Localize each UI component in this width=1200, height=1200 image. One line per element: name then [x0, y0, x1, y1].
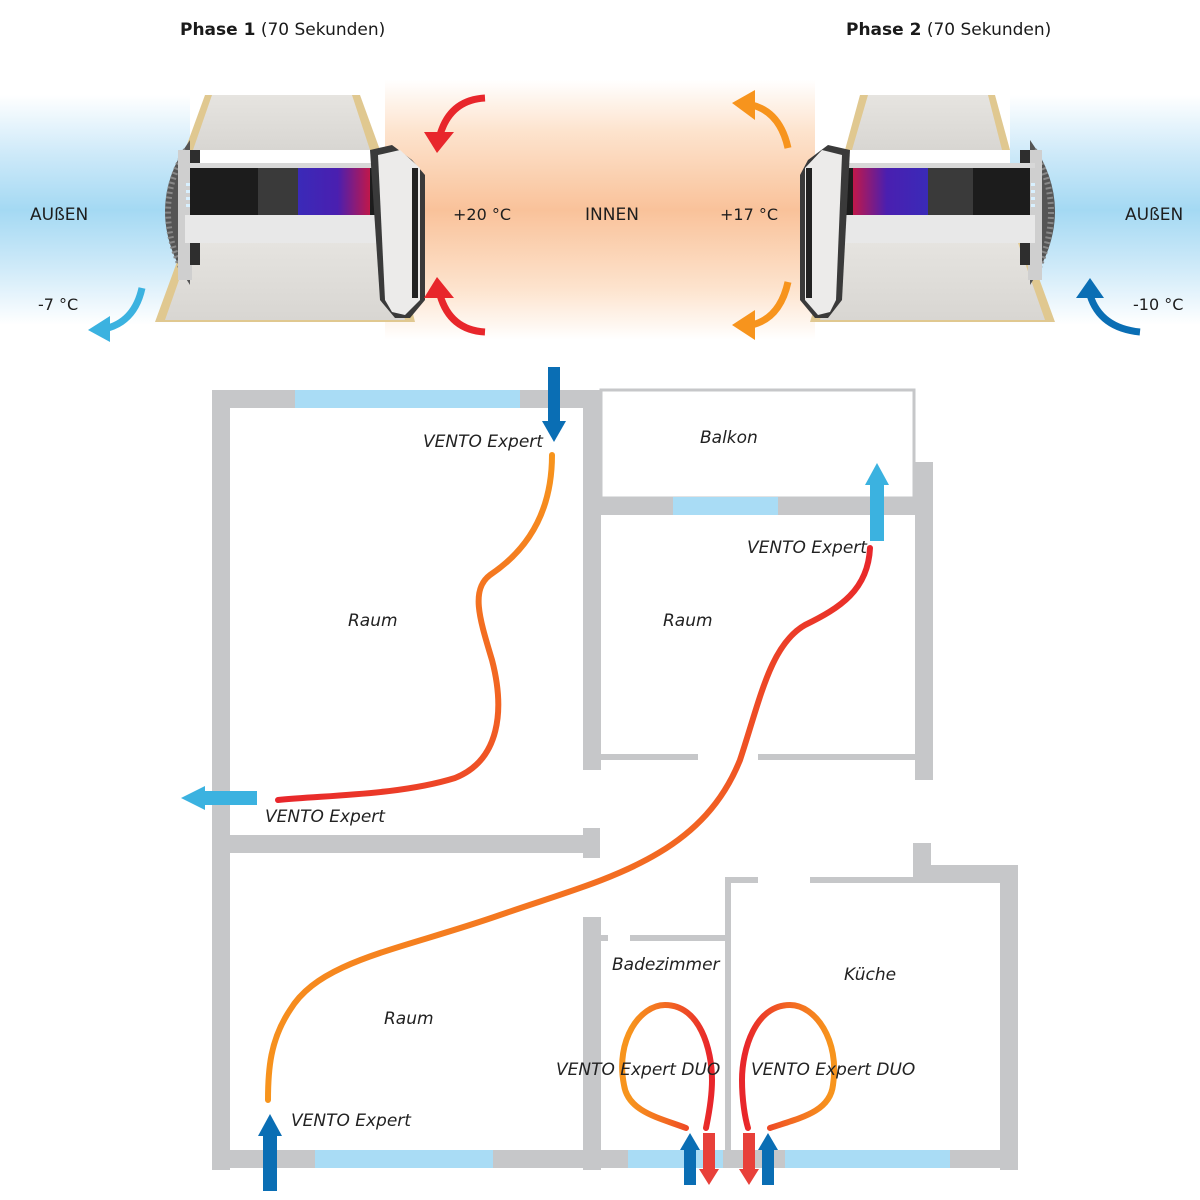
window — [673, 497, 778, 515]
cold-air-inflow-arrow — [1076, 278, 1141, 336]
inside-zone — [385, 80, 815, 340]
room-label-raum-top-left: Raum — [348, 611, 398, 631]
outside-label-left: AUßEN — [30, 205, 88, 225]
arrow-down-icon — [743, 1133, 755, 1171]
arrowhead-icon — [88, 316, 110, 342]
curved-arrow-icon — [106, 287, 146, 332]
phase1-duration: (70 Sekunden) — [261, 20, 385, 40]
phase2-duration: (70 Sekunden) — [927, 20, 1051, 40]
warm-air-inflow-arrows — [424, 94, 486, 336]
arrowhead-icon — [758, 1133, 778, 1150]
cold-air-outflow-arrow — [88, 287, 146, 342]
exhaust-arrow-balcony — [865, 463, 889, 541]
device-label-kitchen-duo: VENTO Expert DUO — [751, 1060, 915, 1080]
phase1-title-bold: Phase 1 — [180, 20, 255, 40]
phase1-title: Phase 1 (70 Sekunden) — [180, 20, 385, 40]
wall — [212, 390, 230, 1170]
device-label-bathroom-duo: VENTO Expert DUO — [556, 1060, 720, 1080]
curved-arrow-icon — [750, 101, 792, 149]
air-outflow-arrows-phase2 — [732, 90, 792, 340]
arrowhead-icon — [424, 132, 454, 153]
room-label-badezimmer: Badezimmer — [612, 955, 721, 975]
arrow-up-icon — [870, 483, 884, 541]
room-label-raum-bottom-left: Raum — [384, 1009, 434, 1029]
room-label-kueche: Küche — [844, 965, 896, 985]
duo-arrows-bathroom — [680, 1133, 719, 1185]
wall — [598, 754, 698, 760]
supply-arrow-top-left — [542, 367, 566, 442]
inside-label: INNEN — [585, 205, 639, 225]
arrowhead-icon — [739, 1169, 759, 1185]
arrowhead-icon — [680, 1133, 700, 1150]
wall — [630, 935, 726, 941]
airflow-loop-bathroom — [619, 1001, 716, 1131]
airflow-path-diagonal — [265, 545, 873, 1103]
arrow-up-icon — [263, 1133, 277, 1191]
temp-outside-phase2: -10 °C — [1133, 295, 1183, 314]
arrowhead-icon — [1076, 278, 1104, 298]
exhaust-arrow-left — [181, 786, 257, 810]
window — [295, 390, 520, 408]
window — [785, 1150, 950, 1168]
curved-arrow-icon — [750, 281, 792, 329]
arrowhead-icon — [865, 463, 889, 485]
wall — [583, 828, 600, 858]
phase2-title: Phase 2 (70 Sekunden) — [846, 20, 1051, 40]
duo-arrows-kitchen — [739, 1133, 778, 1185]
window — [628, 1150, 723, 1168]
outside-zone-left — [0, 95, 190, 325]
wall — [1000, 865, 1018, 1170]
temp-outside-phase1: -7 °C — [38, 295, 78, 314]
curved-arrow-icon — [1086, 293, 1141, 336]
supply-arrow-bottom-left — [258, 1114, 282, 1191]
temp-inside-phase1: +20 °C — [453, 205, 511, 224]
arrow-down-icon — [548, 367, 560, 423]
window — [315, 1150, 493, 1168]
outside-label-right: AUßEN — [1125, 205, 1183, 225]
arrowhead-icon — [181, 786, 205, 810]
wall — [725, 877, 731, 1167]
device-label-top-left: VENTO Expert — [423, 432, 544, 452]
arrowhead-icon — [732, 310, 755, 340]
temp-inside-phase2: +17 °C — [720, 205, 778, 224]
arrowhead-icon — [258, 1114, 282, 1136]
arrow-down-icon — [703, 1133, 715, 1171]
arrow-up-icon — [762, 1148, 774, 1185]
device-label-left: VENTO Expert — [265, 807, 386, 827]
arrow-left-icon — [203, 791, 257, 805]
device-label-top-right: VENTO Expert — [747, 538, 868, 558]
curved-arrow-icon — [436, 94, 486, 137]
arrowhead-icon — [542, 421, 566, 442]
room-label-balkon: Balkon — [700, 428, 758, 448]
wall — [583, 917, 601, 1170]
vento-device-phase1 — [155, 95, 425, 322]
arrowhead-icon — [732, 90, 755, 120]
airflow-path-left-room — [275, 452, 555, 803]
wall — [758, 754, 918, 760]
wall — [810, 877, 930, 883]
arrowhead-icon — [424, 277, 454, 298]
airflow-loop-kitchen — [738, 1001, 838, 1131]
wall — [915, 462, 933, 780]
phase2-title-bold: Phase 2 — [846, 20, 921, 40]
curved-arrow-icon — [436, 293, 486, 336]
floor-plan: Raum Raum Balkon Raum Badezimmer Küche — [181, 367, 1018, 1191]
vento-device-phase2 — [800, 95, 1055, 322]
wall — [212, 835, 600, 853]
phase-illustration: Phase 1 (70 Sekunden) Phase 2 (70 Sekund… — [0, 20, 1200, 342]
arrow-up-icon — [684, 1148, 696, 1185]
wall — [725, 877, 758, 883]
room-label-raum-top-right: Raum — [663, 611, 713, 631]
arrowhead-icon — [699, 1169, 719, 1185]
device-label-bottom-left: VENTO Expert — [291, 1111, 412, 1131]
wall — [583, 390, 601, 770]
wall — [913, 865, 1018, 883]
wall — [598, 935, 608, 941]
